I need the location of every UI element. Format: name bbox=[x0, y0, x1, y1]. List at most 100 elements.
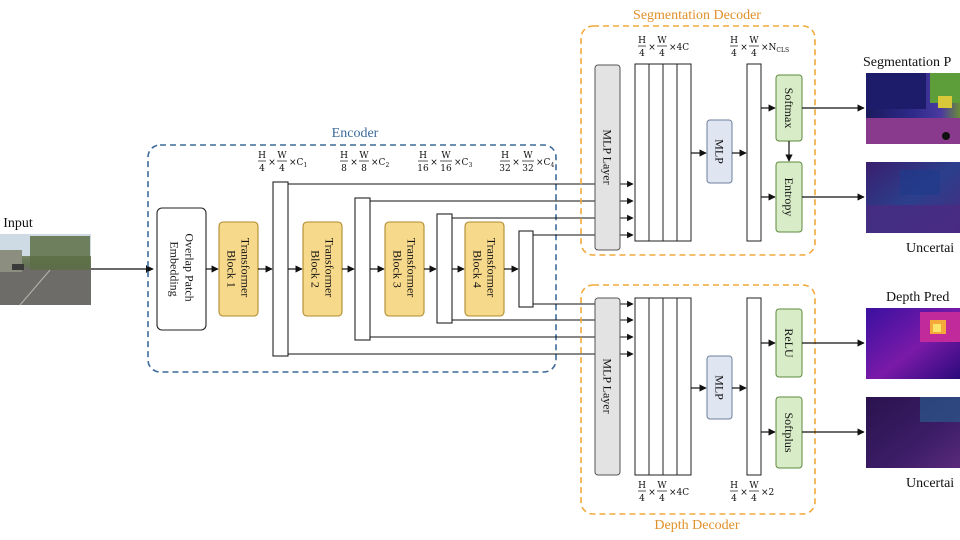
svg-text:4: 4 bbox=[639, 494, 645, 504]
depth-mlp-layer: MLP Layer bbox=[594, 297, 621, 476]
svg-text:×C2: ×C2 bbox=[371, 158, 389, 169]
block2-line2: Block 2 bbox=[309, 250, 323, 288]
transformer-block-2: Transformer Block 2 bbox=[302, 221, 343, 317]
svg-text:W: W bbox=[523, 151, 533, 161]
depth-pred-image bbox=[866, 308, 960, 379]
softplus-head: Softplus bbox=[775, 396, 803, 469]
seg-mlp: MLP bbox=[706, 119, 733, 184]
svg-text:W: W bbox=[657, 36, 667, 46]
depth-mlp-layer-label: MLP Layer bbox=[601, 358, 615, 413]
svg-text:4: 4 bbox=[259, 164, 265, 174]
svg-text:16: 16 bbox=[440, 164, 452, 174]
encoder-dim-labels: H4 × W4 ×C1 H8 × W8 ×C2 H16 × W16 ×C3 H3… bbox=[258, 151, 554, 174]
softplus-label: Softplus bbox=[782, 412, 796, 452]
encoder-box bbox=[147, 144, 557, 373]
transformer-block-4: Transformer Block 4 bbox=[464, 221, 505, 317]
block3-line1: Transformer bbox=[405, 238, 419, 298]
seg-pred-label: Segmentation P bbox=[863, 55, 951, 70]
seg-uncertainty-image bbox=[866, 162, 960, 233]
depth-logits-map bbox=[746, 297, 762, 476]
svg-text:8: 8 bbox=[341, 164, 347, 174]
input-image bbox=[0, 234, 91, 306]
svg-text:×: × bbox=[430, 158, 438, 168]
svg-text:×: × bbox=[512, 158, 520, 168]
svg-text:4: 4 bbox=[639, 49, 645, 59]
svg-text:H: H bbox=[730, 36, 738, 46]
svg-text:W: W bbox=[277, 151, 287, 161]
dim-label-f3: H 16 × W 16 ×C3 bbox=[417, 151, 472, 174]
dim-label-f1: H 4 × W 4 ×C1 bbox=[258, 151, 307, 174]
svg-text:4: 4 bbox=[751, 494, 757, 504]
seg-pred-image bbox=[866, 73, 960, 144]
entropy-head: Entropy bbox=[775, 161, 803, 233]
svg-text:32: 32 bbox=[522, 164, 533, 174]
patch-embedding-box: Overlap Patch Embedding bbox=[156, 207, 207, 331]
svg-text:W: W bbox=[657, 481, 667, 491]
softmax-label: Softmax bbox=[782, 88, 796, 129]
svg-text:×: × bbox=[350, 158, 358, 168]
relu-label: ReLU bbox=[782, 328, 796, 358]
svg-text:H: H bbox=[730, 481, 738, 491]
feature-map-4 bbox=[518, 230, 534, 308]
svg-text:×: × bbox=[740, 43, 748, 53]
depth-decoder-title: Depth Decoder bbox=[654, 518, 739, 533]
dim-label-f2: H8 × W8 ×C2 bbox=[340, 151, 389, 174]
dim-label-f4: H32 × W32 ×C4 bbox=[499, 151, 554, 174]
block3-line2: Block 3 bbox=[391, 250, 405, 288]
seg-mlp-label: MLP bbox=[713, 139, 727, 164]
svg-text:×C3: ×C3 bbox=[454, 158, 472, 169]
entropy-label: Entropy bbox=[782, 178, 796, 217]
svg-text:×C1: ×C1 bbox=[289, 158, 307, 169]
svg-text:W: W bbox=[359, 151, 369, 161]
encoder-title: Encoder bbox=[332, 126, 379, 141]
depth-out-dim: H4 × W4 ×2 bbox=[730, 481, 774, 504]
svg-text:×C4: ×C4 bbox=[536, 158, 554, 169]
depth-decoder-box bbox=[580, 284, 816, 515]
block4-line2: Block 4 bbox=[471, 250, 485, 288]
input-label: Input bbox=[3, 216, 33, 231]
block4-line1: Transformer bbox=[485, 238, 499, 298]
seg-uncertainty-label: Uncertai bbox=[906, 241, 954, 256]
svg-text:4: 4 bbox=[731, 49, 737, 59]
svg-text:H: H bbox=[419, 151, 427, 161]
feature-map-3 bbox=[436, 213, 453, 324]
svg-text:H: H bbox=[340, 151, 348, 161]
svg-text:Transformer Block 3: Transformer Block 3 bbox=[391, 238, 419, 301]
depth-mlp: MLP bbox=[706, 355, 733, 420]
svg-text:W: W bbox=[441, 151, 451, 161]
feature-map-1 bbox=[272, 181, 289, 357]
svg-text:Transformer Block 2: Transformer Block 2 bbox=[309, 238, 337, 301]
seg-out-dim: H4 × W4 ×NCLS bbox=[730, 36, 789, 59]
depth-mlp-label: MLP bbox=[713, 375, 727, 400]
seg-decoder-box bbox=[580, 25, 816, 256]
svg-text:H: H bbox=[638, 481, 646, 491]
svg-text:Transformer Block 4: Transformer Block 4 bbox=[471, 238, 499, 301]
transformer-block-3: Transformer Block 3 bbox=[384, 221, 425, 317]
svg-text:W: W bbox=[749, 36, 759, 46]
block1-line2: Block 1 bbox=[225, 250, 239, 288]
svg-text:4: 4 bbox=[279, 164, 285, 174]
svg-text:×: × bbox=[648, 43, 656, 53]
svg-text:×4C: ×4C bbox=[669, 488, 689, 498]
svg-text:Overlap Patch Embedding: Overlap Patch Embedding bbox=[168, 233, 197, 304]
svg-text:H: H bbox=[258, 151, 266, 161]
seg-mlp-layer: MLP Layer bbox=[594, 64, 621, 251]
svg-text:32: 32 bbox=[499, 164, 510, 174]
svg-text:4: 4 bbox=[731, 494, 737, 504]
svg-text:Transformer Block 1: Transformer Block 1 bbox=[225, 238, 253, 301]
svg-text:×NCLS: ×NCLS bbox=[761, 43, 789, 54]
svg-text:16: 16 bbox=[417, 164, 429, 174]
depth-concat-dim: H4 × W4 ×4C bbox=[638, 481, 689, 504]
seg-concat-dim: H4 × W4 ×4C bbox=[638, 36, 689, 59]
svg-text:×2: ×2 bbox=[761, 488, 774, 498]
depth-uncertainty-label: Uncertai bbox=[906, 476, 954, 491]
relu-head: ReLU bbox=[775, 308, 803, 378]
svg-text:W: W bbox=[749, 481, 759, 491]
svg-text:×: × bbox=[268, 158, 276, 168]
seg-logits-map bbox=[746, 63, 762, 242]
seg-decoder-title: Segmentation Decoder bbox=[633, 8, 761, 23]
feature-map-2 bbox=[354, 197, 371, 341]
svg-text:H: H bbox=[638, 36, 646, 46]
depth-uncertainty-image bbox=[866, 397, 960, 468]
